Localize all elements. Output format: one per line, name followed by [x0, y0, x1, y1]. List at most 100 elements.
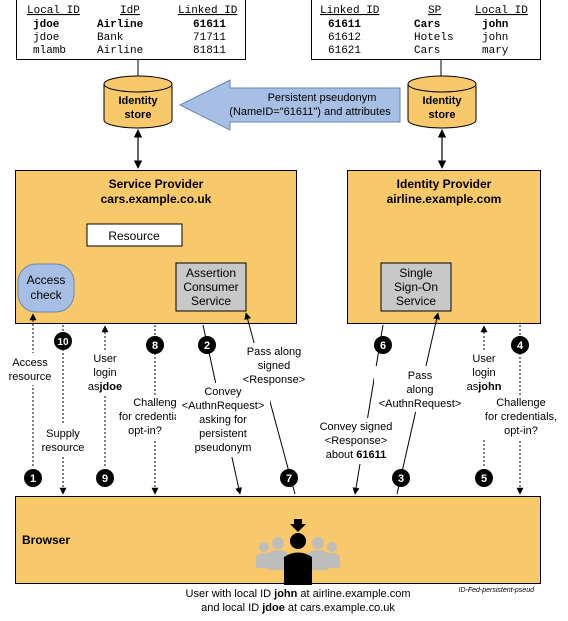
label-user-login-john-2: login: [472, 367, 495, 379]
access-check-shape: [17, 263, 75, 313]
sso-line2: Sign-On: [394, 280, 438, 294]
label-access-resource-1: Access: [12, 357, 48, 369]
left-table-cell: jdoe: [33, 19, 60, 31]
label-access-resource-2: resource: [9, 371, 52, 383]
label-convey-response-1: Convey signed: [320, 421, 393, 433]
assertion-consumer-service-box: [175, 262, 247, 312]
sso-line3: Service: [396, 294, 436, 308]
svg-text:10: 10: [57, 337, 69, 348]
right-table-header-linked-id: Linked ID: [320, 5, 380, 17]
identity-store-left-line1: Identity: [118, 95, 158, 107]
label-challenge-right-2: for credentials,: [485, 411, 557, 423]
acs-line1: Assertion: [186, 266, 236, 280]
label-pass-response-3: <Response>: [243, 374, 305, 386]
identity-store-right-line2: store: [429, 109, 456, 121]
left-table-cell: Airline: [97, 45, 143, 57]
left-identity-table: Local ID IdP Linked ID jdoe Airline 6161…: [16, 0, 246, 60]
label-convey-response-3: about 61611: [326, 449, 387, 461]
left-table-cell: 71711: [193, 32, 226, 44]
left-table-cell: mlamb: [33, 45, 66, 57]
right-table-header-local-id: Local ID: [475, 5, 528, 17]
access-check-line1: Access: [27, 273, 66, 287]
label-user-login-jdoe-2: login: [93, 367, 116, 379]
step-badge-3: 3: [392, 469, 410, 487]
label-pass-authn-1: Pass: [408, 370, 433, 382]
caption-line2: and local ID jdoe at cars.example.co.uk: [201, 602, 395, 614]
left-table-header-local-id: Local ID: [27, 5, 80, 17]
label-supply-resource-2: resource: [42, 442, 85, 454]
figure-code: ID-Fed-persistent-pseud: [459, 587, 536, 594]
left-table-cell: jdoe: [33, 32, 59, 44]
label-pass-response-2: signed: [258, 360, 290, 372]
step-badge-1: 1: [24, 469, 42, 487]
resource-label: Resource: [108, 229, 160, 243]
left-table-cell: 81811: [193, 45, 226, 57]
right-table-cell: john: [482, 32, 508, 44]
label-convey-authn-2: <AuthnRequest>: [182, 400, 265, 412]
label-convey-authn-5: pseudonym: [195, 442, 252, 454]
label-convey-authn-1: Convey: [204, 386, 242, 398]
label-supply-resource-1: Supply: [46, 428, 80, 440]
step-badge-10: 10: [54, 332, 72, 350]
left-table-cell: Bank: [97, 32, 124, 44]
label-challenge-right-1: Challenge: [496, 397, 546, 409]
left-table-header-linked-id: Linked ID: [178, 5, 238, 17]
access-check-line2: check: [30, 288, 62, 302]
step-badge-5: 5: [475, 469, 493, 487]
label-user-login-john-1: User: [472, 353, 496, 365]
pseudonym-arrow-shape: [178, 79, 401, 131]
svg-text:3: 3: [398, 473, 404, 485]
flow-arrow-6: [352, 324, 384, 495]
svg-text:7: 7: [286, 473, 292, 485]
identity-store-left-line2: store: [125, 109, 152, 121]
label-pass-authn-3: <AuthnRequest>: [379, 398, 462, 410]
pseudonym-arrow-line1: Persistent pseudonym: [268, 92, 377, 104]
svg-text:2: 2: [204, 340, 210, 352]
label-convey-authn-3: asking for: [199, 414, 247, 426]
step-badge-8: 8: [146, 336, 164, 354]
svg-text:8: 8: [152, 340, 158, 352]
svg-text:9: 9: [102, 473, 108, 485]
identity-provider-title: Identity Provider: [397, 177, 492, 191]
left-table-header-idp: IdP: [120, 5, 140, 17]
label-convey-authn-4: persistent: [199, 428, 247, 440]
svg-text:1: 1: [30, 473, 36, 485]
svg-text:4: 4: [517, 340, 524, 352]
step-badge-9: 9: [96, 469, 114, 487]
acs-line3: Service: [191, 294, 231, 308]
pseudonym-arrow-line2: (NameID="61611") and attributes: [229, 106, 391, 118]
service-provider-domain: cars.example.co.uk: [101, 192, 212, 206]
right-table-cell: 61611: [328, 19, 361, 31]
right-table-cell: mary: [482, 45, 509, 57]
identity-store-left-cylinder: [103, 75, 173, 129]
left-table-cell: Airline: [97, 19, 144, 31]
user-silhouettes: [256, 533, 340, 585]
user-pointer-icon: [290, 519, 306, 532]
right-table-header-sp: SP: [428, 5, 442, 17]
label-challenge-left-2: for credentials;: [119, 411, 191, 423]
label-convey-response-2: <Response>: [325, 435, 387, 447]
left-table-cell: 61611: [193, 19, 226, 31]
right-table-cell: Hotels: [414, 32, 454, 44]
svg-text:5: 5: [481, 473, 487, 485]
label-challenge-left-3: opt-in?: [128, 425, 162, 437]
single-sign-on-service-box: [380, 262, 452, 312]
step-badge-2: 2: [198, 336, 216, 354]
label-user-login-john-3: asjohn: [467, 381, 502, 393]
right-identity-table: Linked ID SP Local ID 61611 Cars john 61…: [311, 0, 541, 60]
sso-line1: Single: [399, 266, 433, 280]
identity-store-right-line1: Identity: [422, 95, 462, 107]
label-user-login-jdoe-1: User: [93, 353, 117, 365]
label-pass-response-1: Pass along: [247, 346, 301, 358]
step-badge-6: 6: [374, 336, 392, 354]
label-challenge-right-3: opt-in?: [504, 425, 538, 437]
label-pass-authn-2: along: [407, 384, 434, 396]
acs-line2: Consumer: [183, 280, 238, 294]
svg-text:6: 6: [380, 340, 386, 352]
service-provider-title: Service Provider: [109, 177, 204, 191]
identity-provider-domain: airline.example.com: [387, 192, 502, 206]
label-challenge-left-1: Challenge: [133, 397, 183, 409]
caption-line1: User with local ID john at airline.examp…: [186, 588, 411, 600]
identity-store-right-cylinder: [407, 75, 477, 129]
